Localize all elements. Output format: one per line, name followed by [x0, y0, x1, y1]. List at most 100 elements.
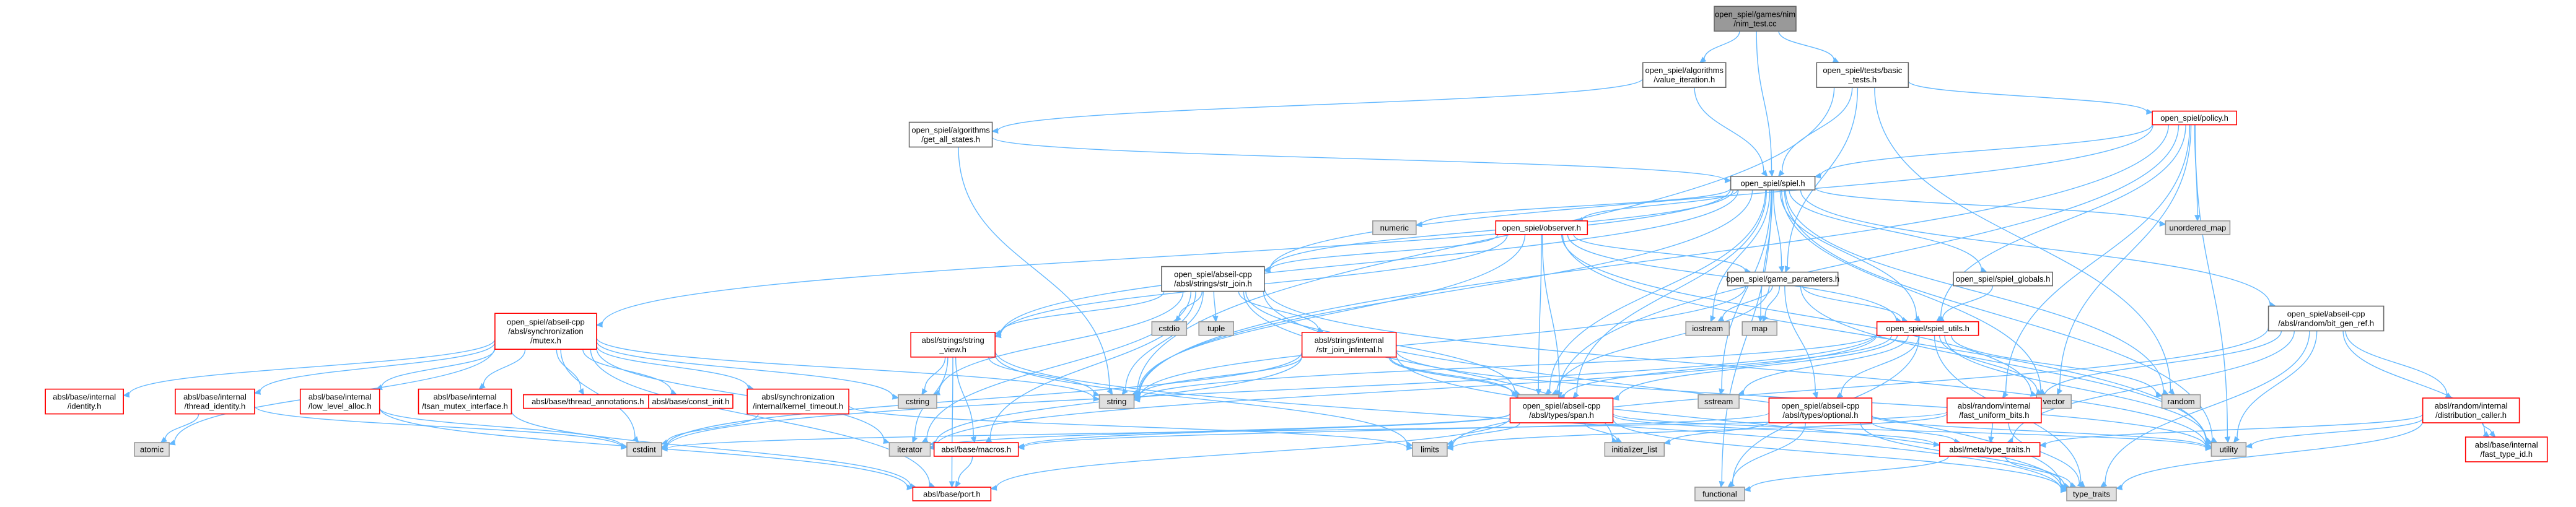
node-box: [933, 442, 1019, 457]
node-type-traits-meta[interactable]: absl/meta/type_traits.h: [1939, 442, 2041, 457]
node-vector[interactable]: vector: [2036, 394, 2072, 409]
node-bit-gen-ref[interactable]: open_spiel/abseil-cpp/absl/random/bit_ge…: [2267, 305, 2385, 332]
edge-arrowhead: [1446, 440, 1454, 446]
node-root[interactable]: open_spiel/games/nim/nim_test.cc: [1714, 6, 1797, 32]
node-const-init[interactable]: absl/base/const_init.h: [648, 394, 734, 409]
edge-arrowhead: [1017, 444, 1025, 451]
edge-arrowhead: [1719, 480, 1725, 488]
node-random[interactable]: random: [2161, 394, 2201, 409]
edge-policy-to-spiel_utils: [1940, 124, 2186, 319]
edge-basic_tests-to-policy: [1908, 80, 2147, 112]
edge-arrowhead: [1836, 392, 1844, 399]
node-limits[interactable]: limits: [1412, 442, 1448, 457]
node-spiel[interactable]: open_spiel/spiel.h: [1730, 175, 1816, 191]
node-label-line: /fast_type_id.h: [2480, 449, 2533, 459]
node-low-level-alloc[interactable]: absl/base/internal/low_level_alloc.h: [299, 388, 380, 415]
node-fast-uniform-bits[interactable]: absl/random/internal/fast_uniform_bits.h: [1947, 397, 2042, 423]
node-span[interactable]: open_spiel/abseil-cpp/absl/types/span.h: [1509, 397, 1614, 423]
edge-arrowhead: [1933, 441, 1940, 448]
edge-arrowhead: [578, 388, 584, 396]
node-cstdio[interactable]: cstdio: [1151, 321, 1188, 336]
edge-mutex-to-low_level_alloc: [381, 349, 496, 388]
node-value-iteration[interactable]: open_spiel/algorithms/value_iteration.h: [1642, 62, 1727, 88]
node-initializer-list[interactable]: initializer_list: [1604, 442, 1665, 457]
edge-game_parameters-to-string: [1139, 285, 1746, 397]
node-box: [1939, 442, 2041, 457]
node-sstream[interactable]: sstream: [1698, 394, 1740, 409]
edge-arrowhead: [1121, 388, 1128, 396]
node-optional[interactable]: open_spiel/abseil-cpp/absl/types/optiona…: [1768, 397, 1873, 423]
edge-arrowhead: [1724, 177, 1732, 184]
edge-arrowhead: [1814, 173, 1821, 179]
node-observer[interactable]: open_spiel/observer.h: [1495, 220, 1588, 235]
node-thread-identity[interactable]: absl/base/internal/thread_identity.h: [175, 388, 255, 415]
node-iostream[interactable]: iostream: [1685, 321, 1730, 336]
edge-observer-to-span: [1541, 234, 1560, 393]
edge-arrowhead: [2159, 220, 2166, 227]
node-thread-annotations[interactable]: absl/base/thread_annotations.h: [522, 394, 653, 409]
node-label-line: absl/strings/internal: [1315, 336, 1384, 345]
edge-bit_gen_ref-to-fast_uniform_bits: [2043, 331, 2282, 397]
node-box: [1495, 220, 1588, 235]
node-string-view[interactable]: absl/strings/string_view.h: [910, 331, 996, 358]
node-get-all-states[interactable]: open_spiel/algorithms/get_all_states.h: [908, 121, 993, 148]
node-label-line: atomic: [140, 445, 164, 454]
node-identity[interactable]: absl/base/internal/identity.h: [45, 388, 124, 415]
node-map[interactable]: map: [1741, 321, 1777, 336]
edge-arrowhead: [160, 436, 168, 443]
node-basic-tests[interactable]: open_spiel/tests/basic_tests.h: [1816, 62, 1909, 88]
edge-game_parameters-to-utility: [1800, 285, 2207, 441]
node-distribution-caller[interactable]: absl/random/internal/distribution_caller…: [2422, 397, 2520, 423]
node-macros[interactable]: absl/base/macros.h: [933, 442, 1019, 457]
node-box: [1816, 62, 1909, 88]
edge-fast_uniform_bits-to-limits: [1452, 413, 1948, 449]
edge-arrowhead: [2205, 444, 2212, 451]
node-unordered-map[interactable]: unordered_map: [2165, 220, 2231, 235]
edge-spiel-to-mutex: [602, 188, 1732, 325]
node-str-join[interactable]: open_spiel/abseil-cpp/absl/strings/str_j…: [1161, 266, 1265, 292]
node-label-line: absl/synchronization: [761, 392, 835, 402]
node-label-line: open_spiel/tests/basic: [1823, 66, 1902, 75]
node-spiel-utils[interactable]: open_spiel/spiel_utils.h: [1876, 321, 1979, 336]
edge-observer-to-utility: [1562, 234, 2207, 443]
node-numeric[interactable]: numeric: [1372, 220, 1417, 235]
node-label-line: numeric: [1380, 223, 1409, 232]
node-policy[interactable]: open_spiel/policy.h: [2152, 110, 2237, 126]
edge-mutex-to-tsan_mutex: [483, 349, 526, 386]
node-fast-type-id[interactable]: absl/base/internal/fast_type_id.h: [2464, 436, 2548, 462]
node-game-parameters[interactable]: open_spiel/game_parameters.h: [1726, 271, 1839, 287]
node-label-line: absl/base/internal: [309, 392, 372, 402]
node-string[interactable]: string: [1098, 394, 1135, 409]
edge-arrowhead: [1572, 391, 1580, 399]
edge-arrowhead: [994, 329, 1002, 336]
node-label-line: absl/base/port.h: [923, 490, 981, 499]
node-label-line: _tests.h: [1848, 75, 1877, 84]
node-cstring[interactable]: cstring: [898, 394, 937, 409]
node-port[interactable]: absl/base/port.h: [912, 487, 992, 501]
edge-arrowhead: [1737, 390, 1745, 396]
node-label-line: absl/base/internal: [434, 392, 497, 402]
edge-policy-to-memory: [1559, 124, 2180, 393]
node-cstdint[interactable]: cstdint: [626, 442, 662, 457]
node-type-traits[interactable]: type_traits: [2066, 487, 2117, 501]
edge-type_traits_meta-to-type_traits: [2005, 456, 2072, 485]
node-mutex[interactable]: open_spiel/abseil-cpp/absl/synchronizati…: [494, 313, 597, 350]
node-kernel-timeout[interactable]: absl/synchronization/internal/kernel_tim…: [747, 388, 849, 415]
node-tsan-mutex[interactable]: absl/base/internal/tsan_mutex_interface.…: [418, 388, 512, 415]
node-box: [908, 121, 993, 148]
edge-optional-to-initializer_list: [1669, 421, 1770, 443]
edge-spiel_utils-to-cstdint: [667, 333, 1878, 448]
node-str-join-internal[interactable]: absl/strings/internal/str_join_internal.…: [1301, 331, 1397, 358]
edge-bit_gen_ref-to-limits: [1452, 327, 2269, 446]
node-atomic[interactable]: atomic: [134, 442, 170, 457]
edge-arrowhead: [2482, 431, 2491, 438]
node-utility[interactable]: utility: [2210, 442, 2247, 457]
node-label-line: random: [2168, 397, 2195, 406]
node-label-line: open_spiel/abseil-cpp: [2287, 310, 2365, 319]
node-iterator[interactable]: iterator: [888, 442, 931, 457]
node-label-line: utility: [2220, 445, 2238, 454]
edge-distribution_caller-to-type_traits_meta: [2044, 414, 2424, 446]
node-spiel-globals[interactable]: open_spiel/spiel_globals.h: [1953, 271, 2053, 287]
node-tuple[interactable]: tuple: [1198, 321, 1234, 336]
node-functional[interactable]: functional: [1694, 487, 1745, 501]
